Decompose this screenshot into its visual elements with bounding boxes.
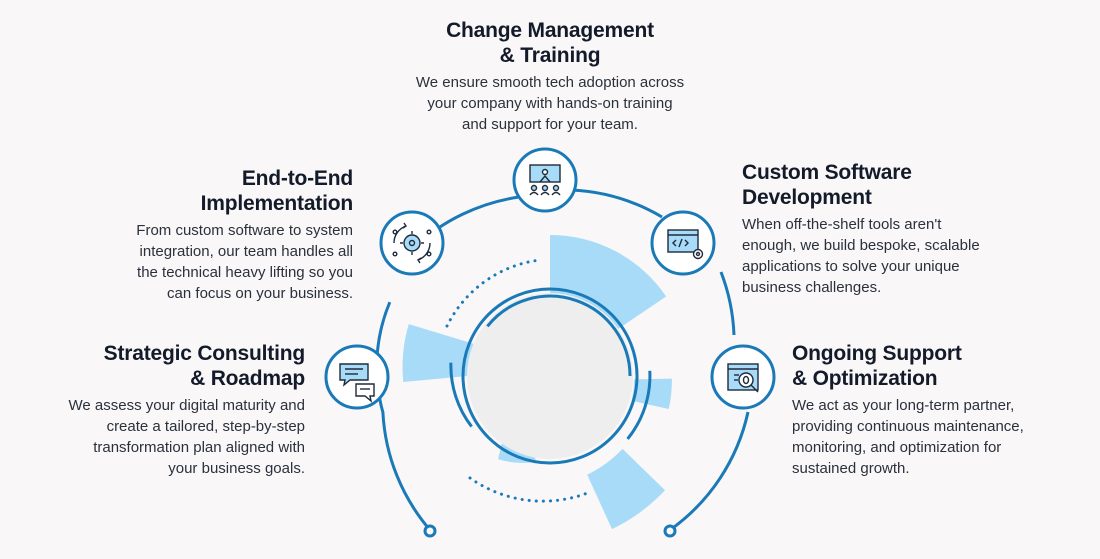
ring-endpoints [423,524,677,538]
chat-bubbles-icon [339,363,375,403]
outer-ring-right-lower [669,411,750,532]
service-description: When off-the-shelf tools aren't enough, … [742,216,980,296]
service-description: We ensure smooth tech adoption across yo… [415,74,685,133]
endpoint-right [663,524,677,538]
rings [375,188,750,532]
icon-circle-end-to-end [379,210,445,276]
service-description: We assess your digital maturity and crea… [68,397,306,477]
service-title: Change Management & Training [446,19,654,67]
sector-right [631,378,672,409]
icon-circle-ongoing-support [710,344,776,410]
service-title: Ongoing Support & Optimization [792,342,962,390]
gear-process-icon [392,222,432,264]
outer-ring-top-right [571,188,663,219]
icon-circle-custom-software [650,210,716,276]
sector-left [402,324,477,382]
sector-bottom-right [587,448,665,530]
outer-ring-main [375,301,432,531]
dotted-arcs [445,258,592,503]
training-presentation-icon [529,164,561,196]
middle-arc-top [486,294,632,377]
endpoint-left [423,524,437,538]
service-strategic-consulting: Strategic Consulting & Roadmap We assess… [6,341,306,479]
service-custom-software: Custom Software Development When off-the… [742,160,1062,298]
middle-arc-right [626,370,652,440]
service-ongoing-support: Ongoing Support & Optimization We act as… [792,341,1092,479]
service-title: Strategic Consulting & Roadmap [103,342,306,390]
outer-ring-right [719,271,736,336]
service-description: From custom software to system integrati… [136,222,353,302]
service-change-management: Change Management & Training We ensure s… [350,18,750,135]
inner-ring [461,287,639,465]
dotted-arc-upper-left [445,258,542,328]
dotted-arc-bottom [468,476,592,503]
service-end-to-end: End-to-End Implementation From custom so… [60,166,353,304]
bug-search-icon [727,363,759,393]
service-title: Custom Software Development [742,161,912,209]
code-window-icon [667,229,704,260]
icon-circle-strategic-consulting [324,344,390,410]
service-title: End-to-End Implementation [200,167,354,215]
service-description: We act as your long-term partner, provid… [792,397,1024,477]
middle-arc-left [449,362,473,428]
icon-circle-change-management [512,147,578,213]
inner-disc [467,293,633,459]
